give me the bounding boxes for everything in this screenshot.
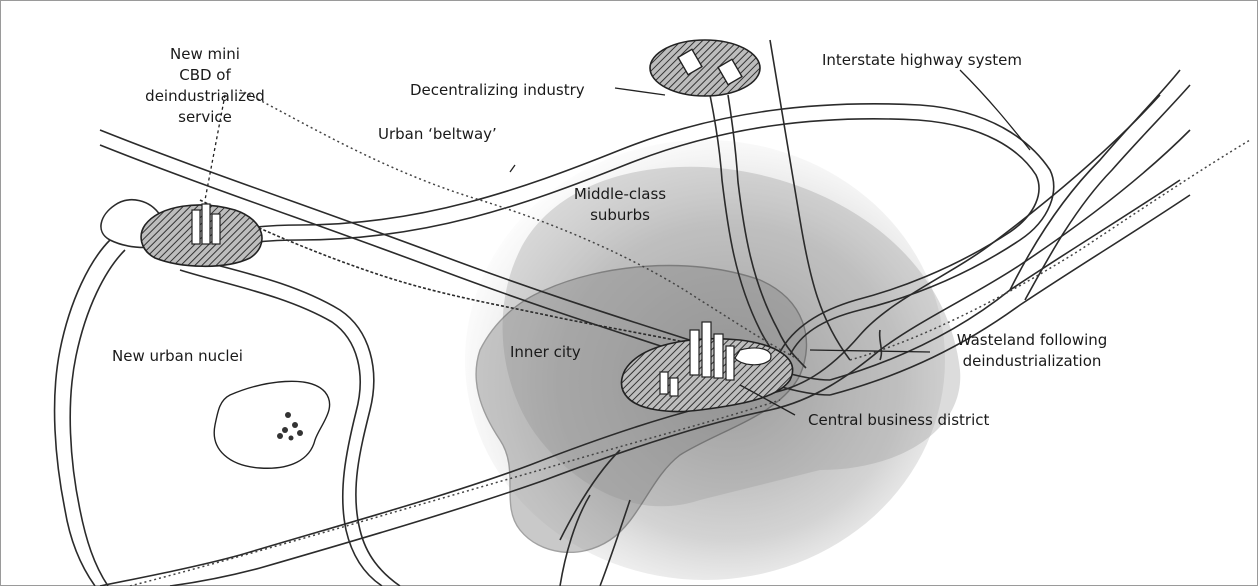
- label-mini-cbd-line-4: service: [130, 107, 280, 128]
- label-mini-cbd-line-1: New mini: [130, 44, 280, 65]
- label-interstate-highway: Interstate highway system: [822, 50, 1022, 71]
- label-suburbs-line-1: Middle-class: [555, 184, 685, 205]
- label-central-business-district: Central business district: [808, 410, 989, 431]
- label-wasteland-line-2: deindustrialization: [932, 351, 1132, 372]
- label-suburbs-line-2: suburbs: [555, 205, 685, 226]
- label-decentralizing-industry: Decentralizing industry: [410, 80, 585, 101]
- label-mini-cbd-line-2: CBD of: [130, 65, 280, 86]
- label-mini-cbd-line-3: deindustrialized: [130, 86, 280, 107]
- label-mini-cbd: New mini CBD of deindustrialized service: [130, 44, 280, 128]
- label-wasteland: Wasteland following deindustrialization: [932, 330, 1132, 372]
- label-middle-class-suburbs: Middle-class suburbs: [555, 184, 685, 226]
- label-new-urban-nuclei: New urban nuclei: [112, 346, 243, 367]
- label-urban-beltway: Urban ‘beltway’: [378, 124, 497, 145]
- mini-cbd-site: [141, 204, 262, 266]
- new-urban-nuclei: [214, 381, 329, 468]
- label-wasteland-line-1: Wasteland following: [932, 330, 1132, 351]
- label-inner-city: Inner city: [510, 342, 581, 363]
- decentralizing-industry-site: [650, 40, 760, 96]
